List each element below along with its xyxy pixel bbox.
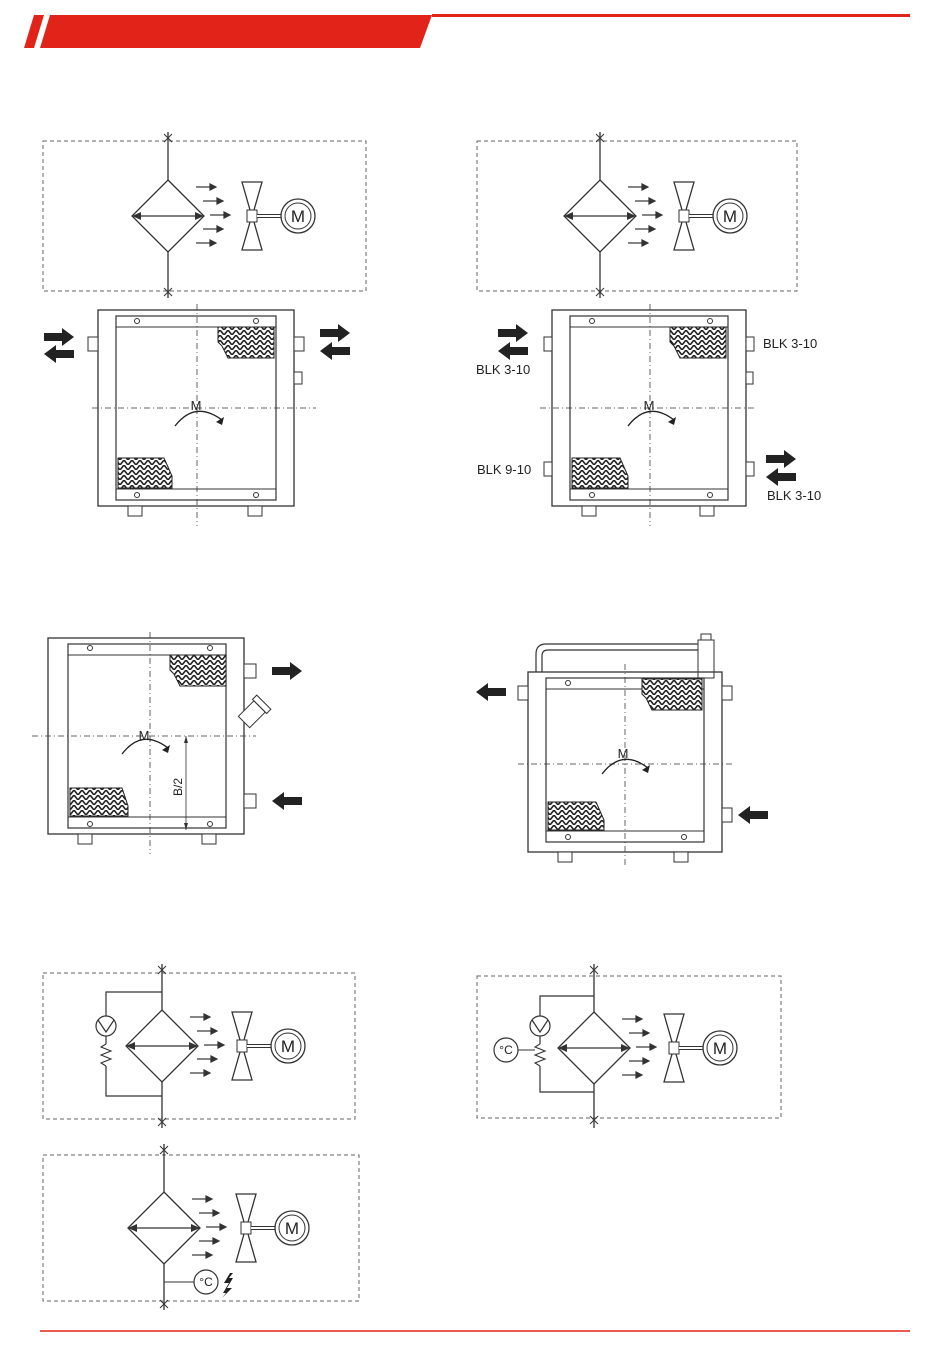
port-left xyxy=(88,337,98,351)
cooler-fins-top xyxy=(218,327,274,358)
flow-arrows-right xyxy=(320,324,350,360)
spring-icon xyxy=(535,1044,545,1066)
cooler-body-diagram-2: BLK 3-10 BLK 3-10 BLK 9-10 BLK 3-10 M xyxy=(474,300,844,530)
footer-rule xyxy=(40,1330,910,1332)
cooler-body-diagram-1: M xyxy=(40,300,380,530)
motor-label: M xyxy=(281,1037,295,1056)
label-blk-bottom: BLK 3-10 xyxy=(767,488,821,503)
cooler-body-diagram-3: M B/2 xyxy=(30,630,350,860)
symbol-diagram-thermo-bypass: °C M xyxy=(474,962,804,1132)
header-tab xyxy=(40,15,432,48)
motor-label: M xyxy=(713,1039,727,1058)
thermoswitch-label: °C xyxy=(199,1275,213,1289)
rotation-label: M xyxy=(139,728,150,743)
header-bar xyxy=(0,0,950,60)
motor-label: M xyxy=(291,207,305,226)
bypass-pipe xyxy=(536,644,702,672)
cooler-fins-bottom xyxy=(118,458,172,488)
angled-filler-port xyxy=(237,695,271,729)
symbol-diagram-standard: M xyxy=(40,130,370,300)
half-height-label: B/2 xyxy=(171,778,185,796)
header-stripe xyxy=(24,15,44,48)
rotation-label: M xyxy=(618,746,629,761)
cooler-body-diagram-4: M xyxy=(470,630,790,870)
spring-icon xyxy=(101,1044,111,1066)
label-blk-top: BLK 3-10 xyxy=(763,336,817,351)
symbol-diagram-bypass: M xyxy=(40,962,370,1132)
drain-port xyxy=(294,372,302,384)
motor-label: M xyxy=(723,207,737,226)
label-blk-drain: BLK 9-10 xyxy=(477,462,531,477)
thermostat-label: °C xyxy=(499,1043,513,1057)
rotation-label: M xyxy=(644,398,655,413)
rotation-arrow xyxy=(175,411,222,426)
symbol-diagram-standard-2: M xyxy=(474,130,804,300)
motor-label: M xyxy=(285,1219,299,1238)
label-blk-left: BLK 3-10 xyxy=(476,362,530,377)
electric-bolt-icon xyxy=(222,1273,233,1298)
rotation-label: M xyxy=(191,398,202,413)
port-right xyxy=(294,337,304,351)
symbol-diagram-thermoswitch: M °C xyxy=(40,1142,370,1312)
flow-arrows-left xyxy=(44,328,74,363)
